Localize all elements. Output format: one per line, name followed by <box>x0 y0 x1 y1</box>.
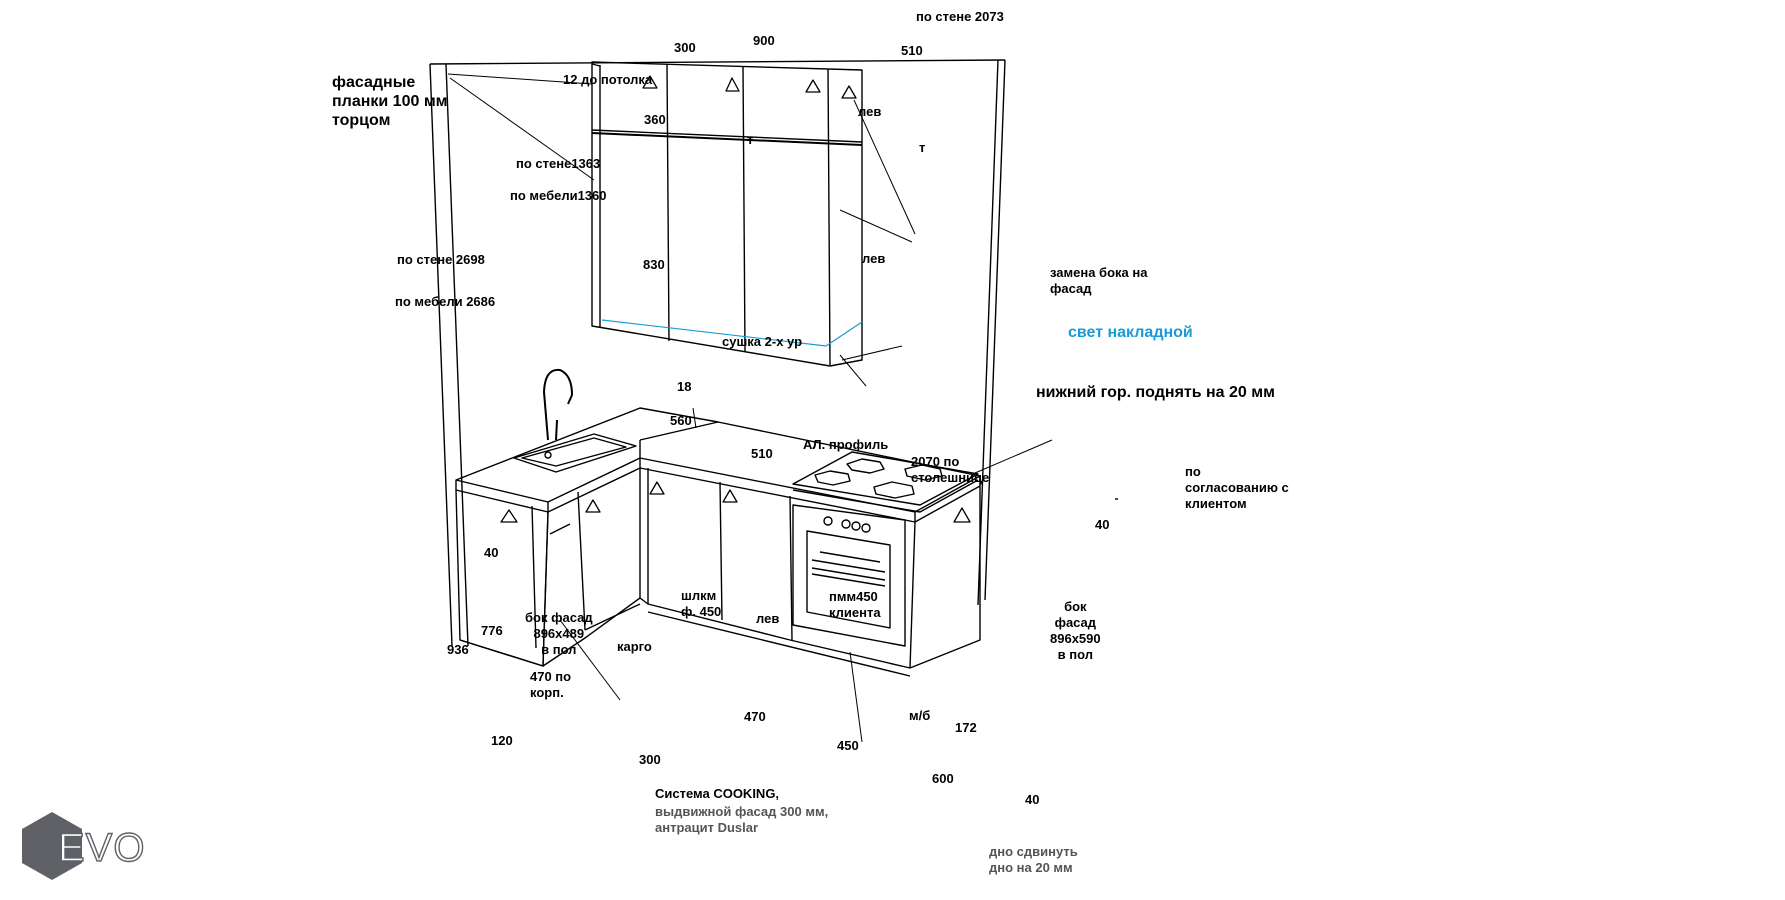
hob <box>792 451 979 513</box>
furniture-2686: по мебели 2686 <box>395 294 496 309</box>
mb-label: м/б <box>909 708 931 723</box>
sink <box>513 433 637 473</box>
side-facade-left-note: бок фасад 896x489 в пол <box>525 610 593 657</box>
dishwasher-label: пмм450 клиента <box>829 589 881 620</box>
worktop-2070-note: 2070 по столешнице <box>911 454 990 485</box>
dim-40-right: 40 <box>1095 517 1110 532</box>
dim-172: 172 <box>955 720 977 735</box>
light-strip <box>601 319 863 347</box>
cargo-label: карго <box>617 639 652 654</box>
bottom-shift-note: дно сдвинуть дно на 20 мм <box>989 844 1078 875</box>
dim-18: 18 <box>677 379 692 394</box>
upper-cabinets <box>591 61 863 367</box>
dim-936: 936 <box>447 642 469 657</box>
dim-300-top: 300 <box>674 40 696 55</box>
dim-776: 776 <box>481 623 503 638</box>
faucet <box>543 368 573 441</box>
shlkm-label: шлкм ф. 450 <box>681 588 722 619</box>
dim-510-mid: 510 <box>751 446 773 461</box>
cooking-subtitle: выдвижной фасад 300 мм, антрацит Duslar <box>655 804 829 835</box>
cooking-title: Система COOKING, <box>655 786 780 801</box>
dim-470-body: 470 по корп. <box>530 669 572 700</box>
label-t-right: т <box>919 140 926 155</box>
dim-300-bottom: 300 <box>639 752 661 767</box>
facade-strips-note: фасадные планки 100 мм торцом <box>332 74 448 129</box>
dim-510-top: 510 <box>901 43 923 58</box>
label-lev-top: лев <box>858 104 882 119</box>
evo-logo: EVO <box>22 812 145 880</box>
furniture-1360: по мебели1360 <box>510 188 607 203</box>
cargo-handle <box>549 523 571 535</box>
dim-40-left: 40 <box>484 545 499 560</box>
base-cabinets <box>455 468 981 677</box>
by-agreement-note: по согласованию с клиентом <box>1185 464 1289 511</box>
label-lev-mid: лев <box>862 251 886 266</box>
replace-side-note: замена бока на фасад <box>1050 265 1148 296</box>
dryer-note: сушка 2-х ур <box>722 334 803 349</box>
label-lev-bottom: лев <box>756 611 780 626</box>
dim-470: 470 <box>744 709 766 724</box>
dim-830: 830 <box>643 257 665 272</box>
dim-560: 560 <box>670 413 692 428</box>
dim-900-top: 900 <box>753 33 775 48</box>
to-ceiling-note: 12 до потолка <box>563 72 653 87</box>
label-t-left: т <box>747 132 754 147</box>
dim-450: 450 <box>837 738 859 753</box>
opening-markers <box>500 75 971 523</box>
dim-360: 360 <box>644 112 666 127</box>
wall-2698: по стене 2698 <box>397 252 485 267</box>
light-overlay-note: свет накладной <box>1068 324 1193 341</box>
dim-600: 600 <box>932 771 954 786</box>
room-walls <box>429 59 1006 647</box>
side-facade-right-note: бок фасад 896x590 в пол <box>1050 599 1101 662</box>
raise-bottom-note: нижний гор. поднять на 20 мм <box>1036 384 1275 401</box>
oven <box>792 504 906 647</box>
wall-1363: по стене1363 <box>516 156 601 171</box>
label-wall-top: по стене 2073 <box>916 9 1004 24</box>
dim-120: 120 <box>491 733 513 748</box>
dim-40-bottom: 40 <box>1025 792 1040 807</box>
logo-text: EVO <box>58 826 145 870</box>
al-profile-note: АЛ. профиль <box>803 437 889 452</box>
oven-knobs <box>823 516 871 533</box>
